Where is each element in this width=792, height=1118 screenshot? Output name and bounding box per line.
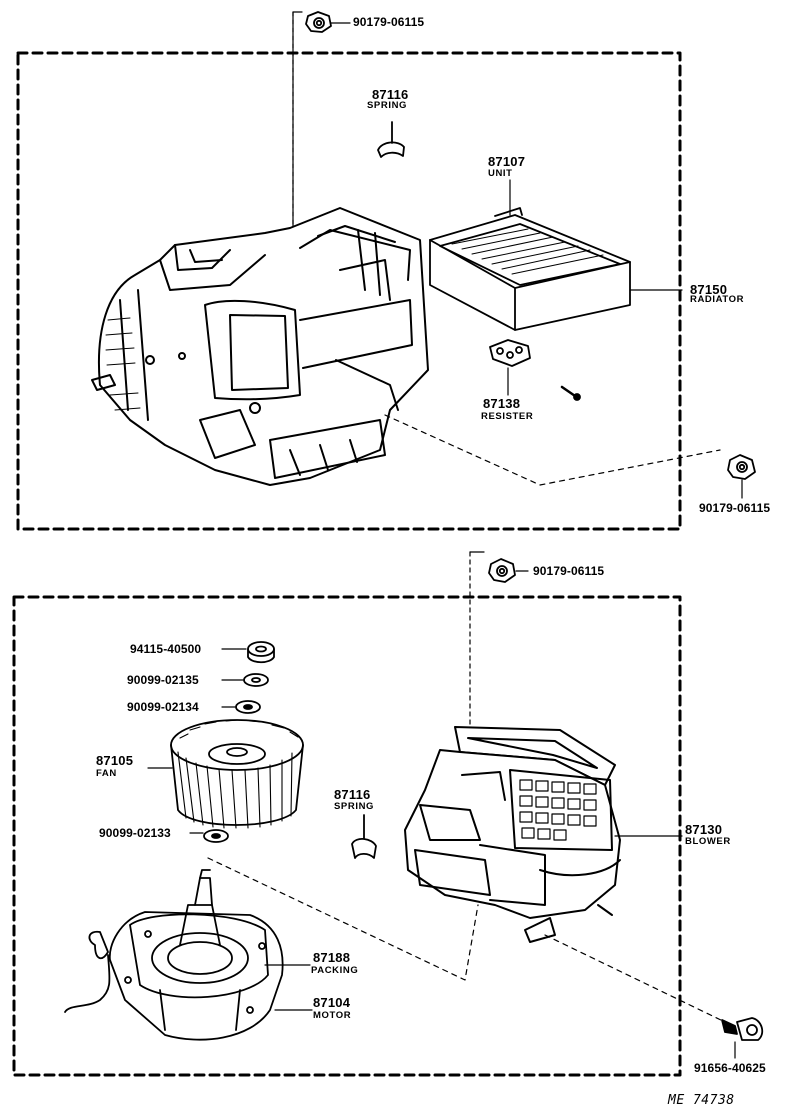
upper-spring-part: [377, 121, 405, 158]
upper-top-nut-label: 90179-06115: [353, 15, 425, 29]
fan-name: FAN: [96, 768, 117, 779]
washer-02133-part: [203, 829, 229, 843]
packing-name: PACKING: [311, 965, 359, 976]
radiator-name: RADIATOR: [690, 294, 745, 305]
upper-top-nut-leader: [292, 11, 351, 241]
washer-02133-label: 90099-02133: [99, 826, 171, 840]
lower-spring-name: SPRING: [334, 801, 375, 812]
upper-right-nut: [727, 454, 756, 480]
nut-94115-label: 94115-40500: [130, 642, 202, 656]
lower-spring-number: 87116: [334, 787, 371, 802]
unit-name: UNIT: [488, 168, 513, 179]
upper-top-nut: [305, 11, 332, 33]
upper-right-nut-label: 90179-06115: [699, 501, 771, 515]
blower-name: BLOWER: [685, 836, 731, 847]
radiator-number: 87150: [690, 282, 728, 297]
reference-code: ME 74738: [668, 1093, 735, 1108]
upper-spring-number: 87116: [372, 87, 409, 102]
washer-02135-part: [243, 673, 269, 687]
resister-part: [489, 339, 581, 401]
blower-number: 87130: [685, 822, 723, 837]
blower-case: [404, 726, 621, 943]
washer-02135-label: 90099-02135: [127, 673, 199, 687]
fan-number: 87105: [96, 753, 134, 768]
packing-number: 87188: [313, 950, 351, 965]
upper-assembly-boundary: [16, 51, 682, 531]
nut-94115-part: [247, 641, 275, 664]
unit-number: 87107: [488, 154, 526, 169]
motor-part: [64, 869, 284, 1041]
fan-part: [170, 719, 304, 829]
lower-screw-label: 91656-40625: [694, 1061, 766, 1075]
motor-name: MOTOR: [313, 1010, 352, 1021]
lower-screw: [721, 1017, 764, 1041]
resister-number: 87138: [483, 396, 521, 411]
radiator-core: [429, 207, 631, 331]
lower-top-nut-label: 90179-06115: [533, 564, 605, 578]
lower-top-nut: [488, 558, 516, 583]
washer-02134-label: 90099-02134: [127, 700, 199, 714]
motor-number: 87104: [313, 995, 351, 1010]
washer-02134-part: [235, 700, 261, 714]
resister-name: RESISTER: [481, 411, 534, 422]
upper-spring-name: SPRING: [367, 100, 408, 111]
heater-case: [91, 207, 429, 486]
lower-spring-part: [351, 814, 377, 859]
